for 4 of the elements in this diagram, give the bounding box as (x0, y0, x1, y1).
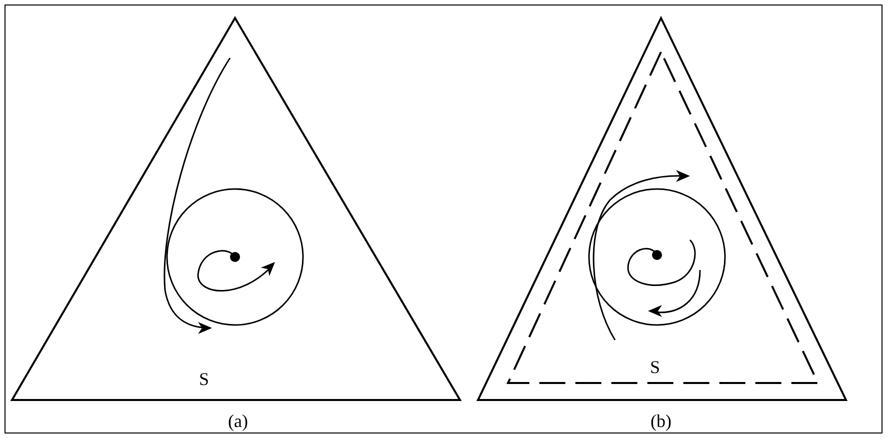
state-label: S (199, 370, 209, 388)
state-label: S (650, 358, 660, 376)
panel-label: (a) (228, 412, 248, 430)
panel-label: (b) (650, 412, 672, 430)
